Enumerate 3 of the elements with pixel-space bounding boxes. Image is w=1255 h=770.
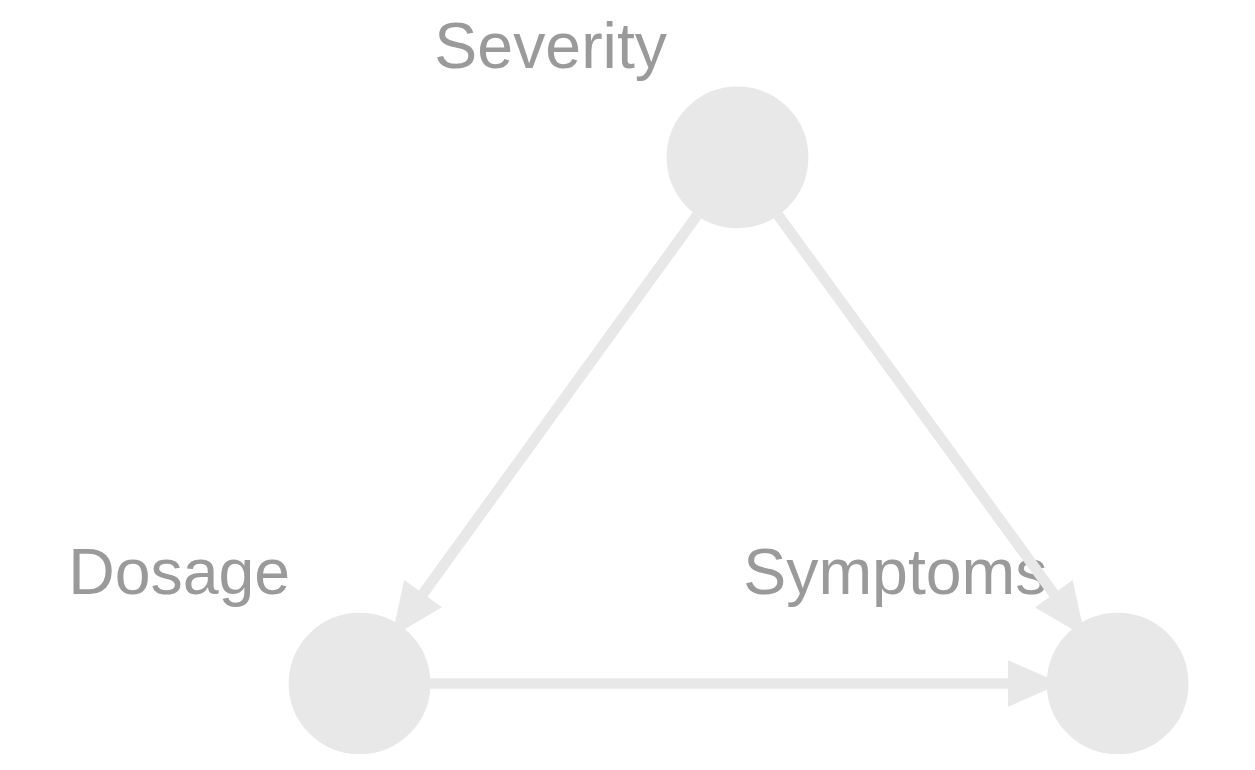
node-label: Severity (433, 10, 667, 83)
node-label: Symptoms (742, 536, 1047, 609)
node-label: Dosage (67, 536, 290, 609)
